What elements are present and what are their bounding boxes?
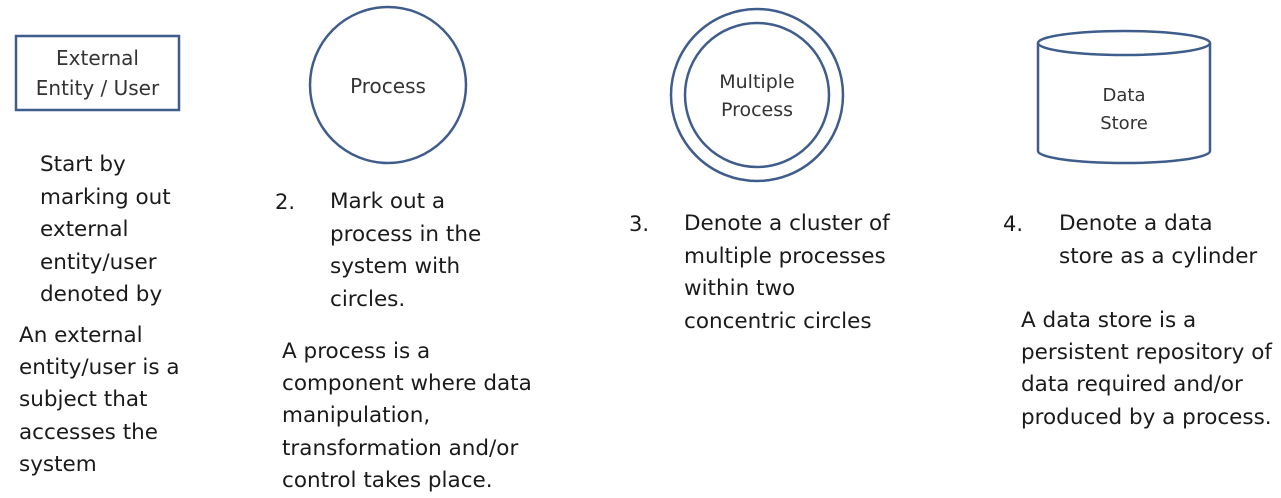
process-label: Process xyxy=(350,74,426,98)
step-text-process: Mark out a process in the system with ci… xyxy=(330,189,482,312)
description-process: A process is a component where data mani… xyxy=(282,339,532,493)
process-circle xyxy=(308,5,468,165)
step-number-3: 3. xyxy=(629,212,650,236)
description-external-entity: An external entity/user is a subject tha… xyxy=(19,323,180,477)
external-entity-label: External Entity / User xyxy=(35,46,160,100)
step-text-external-entity: Start by marking out external entity/use… xyxy=(40,152,171,308)
step-text-data-store: Denote a data store as a cylinder xyxy=(1059,211,1258,269)
multiple-process-inner-circle xyxy=(683,21,831,169)
data-store-label: Data Store xyxy=(1100,85,1148,134)
step-number-1: . xyxy=(0,150,1,183)
step-number-2: 2. xyxy=(275,190,296,214)
data-store-cylinder xyxy=(1036,29,1212,165)
external-entity-rectangle xyxy=(14,34,181,112)
step-number-4: 4. xyxy=(1003,212,1024,236)
multiple-process-label: Multiple Process xyxy=(719,71,795,121)
description-data-store: A data store is a persistent repository … xyxy=(1021,308,1272,430)
step-text-multiple-process: Denote a cluster of multiple processes w… xyxy=(684,211,890,334)
